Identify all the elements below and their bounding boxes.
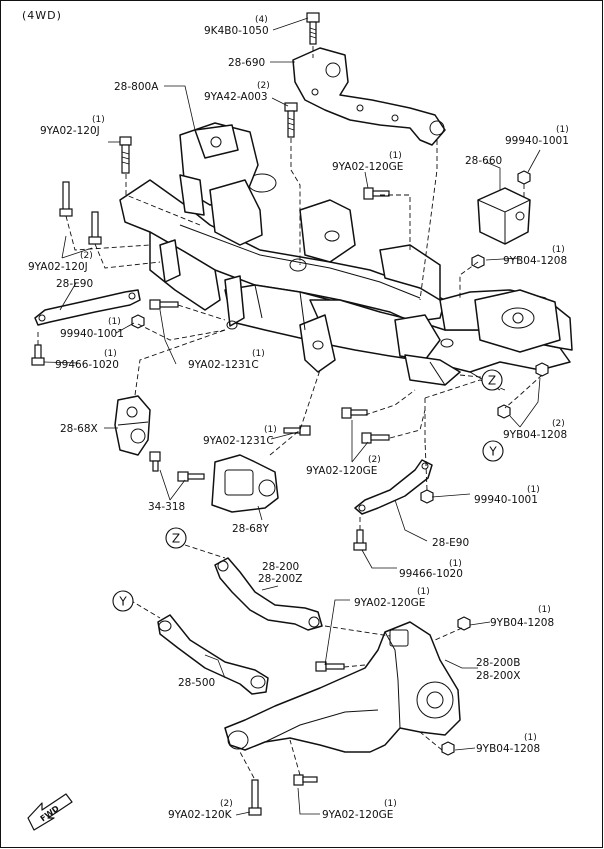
qty-99466-l: (1) [104,349,117,359]
svg-text:Z: Z [172,532,180,546]
qty-9ya02-1231c-a: (1) [252,349,265,359]
label-9ya02-1231c-a: 9YA02-1231C [188,359,259,371]
label-28-200x: 28-200X [476,670,520,682]
qty-9yb04-d: (1) [524,733,537,743]
leader-lines [43,17,541,816]
svg-text:Y: Y [118,595,127,609]
label-9ya02-120ge-top: 9YA02-120GE [332,161,403,173]
label-9yb04-c: 9YB04-1208 [490,617,554,629]
svg-text:Y: Y [488,445,497,459]
qty-9ya02-120ge-bot: (1) [384,799,397,809]
label-28-200b: 28-200B [476,657,520,669]
qty-9ya42: (2) [257,81,270,91]
label-28-68y: 28-68Y [232,523,270,535]
mount-28-660 [477,187,531,245]
qty-9yb04-b: (2) [552,419,565,429]
label-9ya02-120j-l: 9YA02-120J [28,261,88,273]
label-99466-r: 99466-1020 [399,568,463,580]
mount-28-68x [114,395,151,456]
svg-text:Z: Z [488,374,496,388]
label-9ya02-120ge-bot: 9YA02-120GE [322,809,393,821]
label-9yb04-b: 9YB04-1208 [503,429,567,441]
qty-99466-r: (1) [449,559,462,569]
label-99940-r: 99940-1001 [505,135,569,147]
mount-28-68y [211,454,279,513]
qty-9ya02-120ge-top: (1) [389,151,402,161]
bracket-28-690 [292,47,446,146]
link-28-e90-left [34,289,141,326]
qty-99940-l: (1) [108,317,121,327]
marker-z-upper: Z [481,369,503,391]
qty-99940-r: (1) [556,125,569,135]
link-28-e90-right [354,459,433,515]
label-9ya02-120ge-mid: 9YA02-120GE [306,465,377,477]
qty-99940-m: (1) [527,485,540,495]
qty-9ya02-1231c-b: (1) [264,425,277,435]
label-28-800a: 28-800A [114,81,159,93]
fasteners [31,12,549,816]
label-9k4b0: 9K4B0-1050 [204,25,269,37]
right-bush-mount [474,289,561,353]
callout-labels: (4) 9K4B0-1050 28-690 28-800A (2) 9YA42-… [28,15,569,821]
label-99940-l: 99940-1001 [60,328,124,340]
variant-label: (4WD) [22,9,62,22]
label-28-e90-r: 28-E90 [432,537,469,549]
qty-9ya02-120ge-mid: (2) [368,455,381,465]
mount-28-800a [179,122,263,246]
label-28-200z: 28-200Z [258,573,302,585]
label-99466-l: 99466-1020 [55,359,119,371]
label-9yb04-a: 9YB04-1208 [503,255,567,267]
qty-9k4b0: (4) [255,15,268,25]
label-28-200: 28-200 [262,561,299,573]
label-28-660: 28-660 [465,155,502,167]
marker-z-lower: Z [165,527,187,549]
qty-9yb04-a: (1) [552,245,565,255]
label-28-e90-l: 28-E90 [56,278,93,290]
label-9ya02-120ge-low: 9YA02-120GE [354,597,425,609]
qty-9yb04-c: (1) [538,605,551,615]
label-9ya02-1231c-b: 9YA02-1231C [203,435,274,447]
label-9ya42: 9YA42-A003 [204,91,268,103]
label-28-68x: 28-68X [60,423,98,435]
label-9yb04-d: 9YB04-1208 [476,743,540,755]
marker-y-upper: Y [482,440,504,462]
knuckle-28-200b [224,621,461,753]
arm-28-200 [214,557,323,631]
label-28-690: 28-690 [228,57,265,69]
label-34-318: 34-318 [148,501,185,513]
qty-9ya02-120j-top: (1) [92,115,105,125]
qty-9ya02-120j-l: (2) [80,251,93,261]
label-9ya02-120j-top: 9YA02-120J [40,125,100,137]
label-99940-m: 99940-1001 [474,494,538,506]
arm-28-500 [157,614,269,695]
fwd-arrow-icon: FWD [27,793,73,831]
label-28-500: 28-500 [178,677,215,689]
qty-9ya02-120k: (2) [220,799,233,809]
label-9ya02-120k: 9YA02-120K [168,809,233,821]
qty-9ya02-120ge-low: (1) [417,587,430,597]
marker-y-lower: Y [112,590,134,612]
